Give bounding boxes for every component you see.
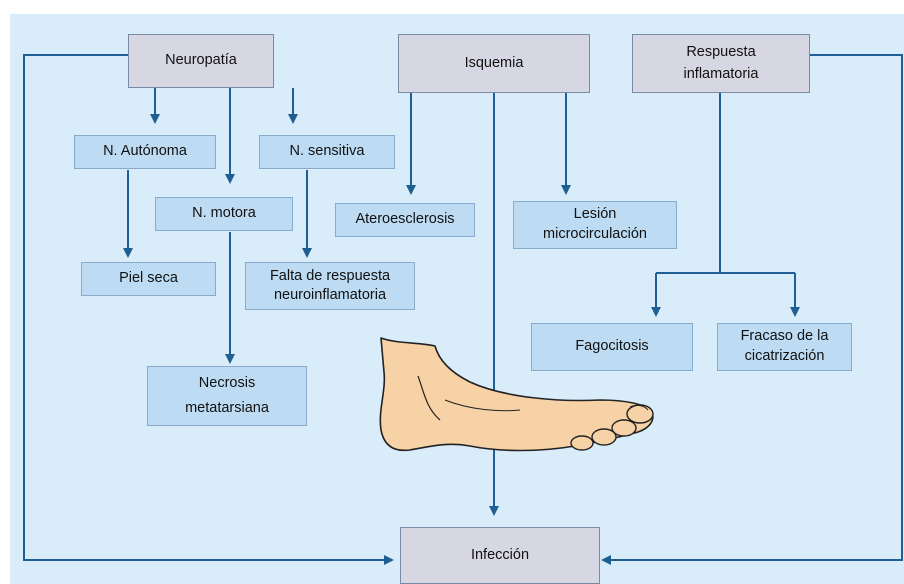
- foot-illustration-icon: [0, 0, 904, 584]
